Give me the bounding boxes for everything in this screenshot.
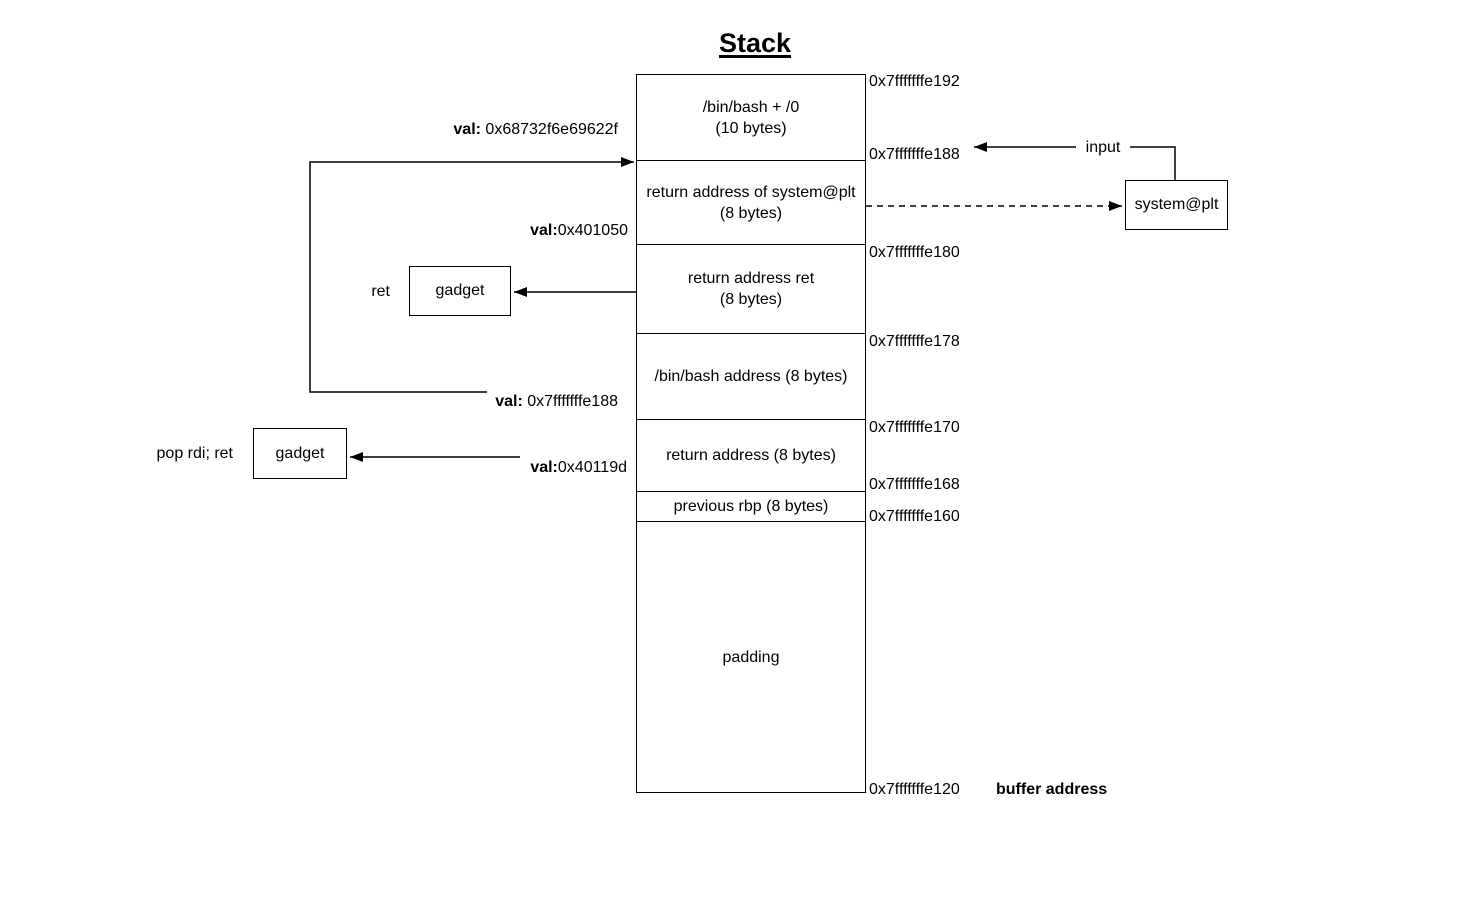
stack-cell-return-address: return address (8 bytes) xyxy=(637,420,865,492)
system-plt-box: system@plt xyxy=(1125,180,1228,230)
val-prefix: val: xyxy=(495,393,523,410)
address-label-e168: 0x7fffffffe168 xyxy=(869,476,960,493)
address-label-e160: 0x7fffffffe160 xyxy=(869,508,960,525)
cell-text: previous rbp (8 bytes) xyxy=(673,498,829,515)
cell-text: return address (8 bytes) xyxy=(666,447,836,464)
stack-cell-binbash-string: /bin/bash + /0 (10 bytes) xyxy=(637,75,865,161)
val-label-binbash-hex: val: 0x68732f6e69622f xyxy=(398,101,618,158)
cell-text: padding xyxy=(722,648,780,666)
poprdi-gadget-box: gadget xyxy=(253,428,347,479)
stack-cell-system-plt-return: return address of system@plt (8 bytes) xyxy=(637,161,865,245)
cell-text: /bin/bash address (8 bytes) xyxy=(654,368,848,385)
val-prefix: val: xyxy=(530,459,558,476)
ret-gadget-side-label: ret xyxy=(371,283,390,300)
buffer-address-label: buffer address xyxy=(996,781,1108,798)
ret-gadget-box: gadget xyxy=(409,266,511,316)
address-label-e180: 0x7fffffffe180 xyxy=(869,244,960,261)
poprdi-gadget-side-label: pop rdi; ret xyxy=(156,445,233,462)
stack-cell-binbash-address: /bin/bash address (8 bytes) xyxy=(637,334,865,420)
val-value: 0x40119d xyxy=(557,459,627,476)
val-value: 0x401050 xyxy=(557,222,628,239)
address-label-e192: 0x7fffffffe192 xyxy=(869,73,960,90)
val-label-binbash-address: val: 0x7fffffffe188 xyxy=(398,373,618,430)
cell-subtext: (10 bytes) xyxy=(715,119,787,137)
val-value: 0x7fffffffe188 xyxy=(522,393,618,410)
diagram-title: Stack xyxy=(718,28,792,58)
stack-cell-padding: padding xyxy=(637,522,865,792)
cell-subtext: (8 bytes) xyxy=(719,204,783,222)
stack-cell-ret-return: return address ret (8 bytes) xyxy=(637,245,865,334)
val-prefix: val: xyxy=(530,222,558,239)
cell-text: /bin/bash + /0 xyxy=(702,98,800,116)
val-label-system-plt: val:0x401050 xyxy=(408,202,628,259)
address-label-e170: 0x7fffffffe170 xyxy=(869,419,960,436)
address-label-e120: 0x7fffffffe120 xyxy=(869,781,960,798)
input-arrow xyxy=(974,142,1176,181)
val-label-poprdi-gadget: val:0x40119d xyxy=(407,439,627,496)
cell-text: return address of system@plt xyxy=(646,183,856,201)
val-prefix: val: xyxy=(453,121,481,138)
input-label: input xyxy=(1076,138,1130,157)
address-label-e188: 0x7fffffffe188 xyxy=(869,146,960,163)
val-value: 0x68732f6e69622f xyxy=(480,121,618,138)
address-label-e178: 0x7fffffffe178 xyxy=(869,333,960,350)
cell-subtext: (8 bytes) xyxy=(719,291,783,308)
cell-text: return address ret xyxy=(687,270,815,287)
stack-cell-previous-rbp: previous rbp (8 bytes) xyxy=(637,492,865,522)
stack-column: /bin/bash + /0 (10 bytes) return address… xyxy=(636,74,866,793)
